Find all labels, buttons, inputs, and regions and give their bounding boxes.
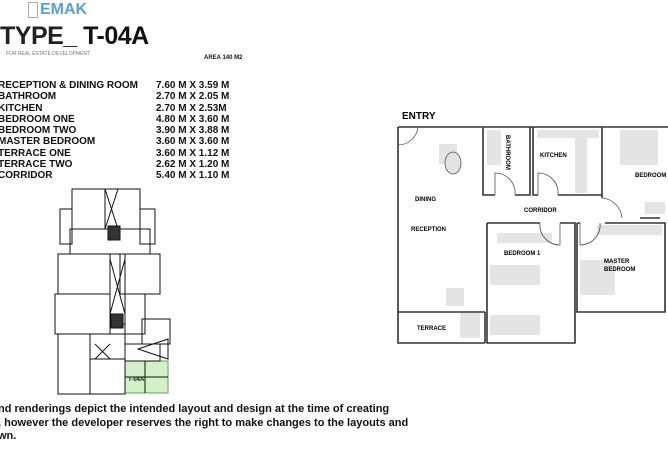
room-row: BEDROOM ONE 4.80 M X 3.60 M	[0, 114, 229, 125]
disclaimer: nd renderings depict the intended layout…	[0, 403, 408, 444]
keyplan-unit-label: T-04A	[128, 377, 145, 383]
plan-label-kitchen: KITCHEN	[540, 153, 567, 159]
room-name: CORRIDOR	[0, 170, 53, 182]
room-name: MASTER BEDROOM	[0, 136, 96, 148]
emak-logo: EMAK	[40, 1, 88, 18]
room-size: 2.70 M X 2.05 M	[156, 91, 230, 103]
room-row: BEDROOM TWO 3.90 M X 3.88 M	[0, 125, 229, 136]
room-name: TERRACE ONE	[0, 147, 71, 159]
room-size: 2.62 M X 1.20 M	[156, 159, 230, 171]
plan-label-bedroom: BEDROOM	[635, 173, 666, 179]
unit-title: TYPE_ T-04A	[0, 22, 149, 50]
room-name: BATHROOM	[0, 91, 57, 103]
disclaimer-line: wn.	[0, 430, 17, 442]
room-row: BATHROOM 2.70 M X 2.05 M	[0, 91, 229, 102]
room-size: 3.60 M X 1.12 M	[156, 147, 230, 159]
room-name: RECEPTION & DINING ROOM	[0, 80, 139, 91]
room-size: 3.90 M X 3.88 M	[156, 125, 230, 137]
unit-code: T-04A	[83, 22, 149, 50]
room-size: 5.40 M X 1.10 M	[156, 170, 230, 182]
plan-label-master-bedroom: BEDROOM	[604, 267, 635, 273]
room-size: 2.70 M X 2.53M	[156, 102, 227, 114]
emak-logo-tagline: FOR REAL ESTATE DEVELOPMENT	[6, 51, 91, 57]
area-label: AREA 140 M2	[204, 55, 243, 61]
room-size: 7.60 M X 3.59 M	[156, 80, 230, 91]
emak-logo-mark	[28, 2, 38, 18]
room-name: KITCHEN	[0, 102, 43, 114]
plan-label-entry: ENTRY	[402, 111, 436, 122]
key-plan: T-04A	[54, 188, 171, 395]
room-name: TERRACE TWO	[0, 159, 73, 171]
plan-label-bathroom: BATHROOM	[504, 135, 510, 170]
disclaimer-line: , however the developer reserves the rig…	[0, 416, 409, 429]
room-row: RECEPTION & DINING ROOM 7.60 M X 3.59 M	[0, 80, 229, 91]
room-row: MASTER BEDROOM 3.60 M X 3.60 M	[0, 136, 229, 147]
room-size-table: RECEPTION & DINING ROOM 7.60 M X 3.59 M B…	[0, 80, 229, 182]
plan-label-corridor: CORRIDOR	[524, 208, 557, 214]
disclaimer-line: nd renderings depict the intended layout…	[0, 403, 390, 415]
room-name: BEDROOM TWO	[0, 125, 77, 137]
floor-plan: ENTRY BATHROOM KITCHEN BEDROOM DINING CO…	[397, 111, 668, 344]
room-row: TERRACE ONE 3.60 M X 1.12 M	[0, 148, 229, 159]
room-size: 3.60 M X 3.60 M	[156, 136, 230, 148]
plan-label-master: MASTER	[604, 259, 630, 265]
room-row: TERRACE TWO 2.62 M X 1.20 M	[0, 159, 229, 170]
plan-label-terrace: TERRACE	[417, 326, 446, 332]
room-name: BEDROOM ONE	[0, 113, 75, 125]
plan-label-reception: RECEPTION	[411, 227, 446, 233]
plan-label-bedroom-1: BEDROOM 1	[504, 251, 541, 257]
room-row: KITCHEN 2.70 M X 2.53M	[0, 103, 229, 114]
room-row: CORRIDOR 5.40 M X 1.10 M	[0, 170, 229, 181]
title-prefix: TYPE_	[0, 22, 77, 50]
plan-label-dining: DINING	[415, 197, 436, 203]
room-size: 4.80 M X 3.60 M	[156, 113, 230, 125]
